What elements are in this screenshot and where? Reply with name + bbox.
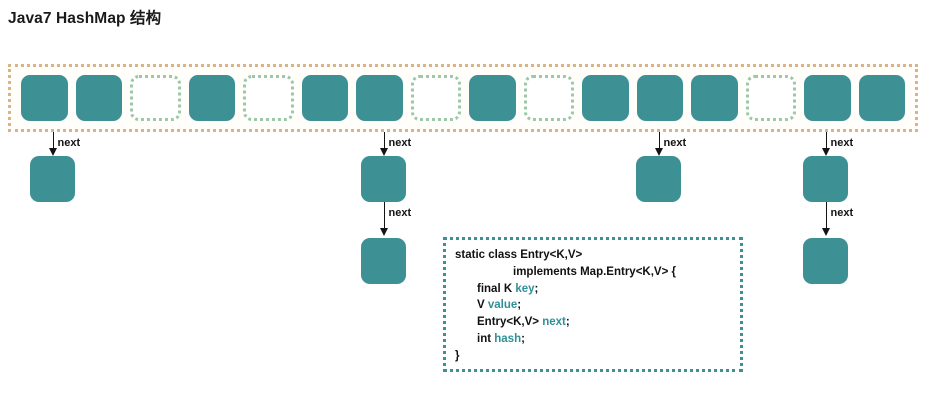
entry-node-6-0[interactable] [361, 156, 406, 202]
entry-node-14-0[interactable] [803, 156, 848, 202]
bucket-cell-5[interactable] [301, 75, 348, 121]
code-line-0: static class Entry<K,V> [455, 247, 732, 264]
arrow-shaft [825, 202, 828, 231]
arrow-shaft [658, 132, 661, 151]
code-line-4: Entry<K,V> next; [455, 314, 732, 331]
entry-chain-bucket-0: next [30, 132, 80, 202]
next-label: next [57, 137, 81, 149]
bucket-cell-7[interactable] [410, 75, 461, 121]
code-field-name: hash [494, 332, 522, 345]
bucket-array-container [8, 64, 918, 132]
bucket-cell-15[interactable] [858, 75, 905, 121]
code-text: ; [521, 332, 525, 345]
bucket-cell-11[interactable] [636, 75, 683, 121]
entry-chain-bucket-6: next next [361, 132, 411, 284]
arrow-head-icon [821, 148, 830, 156]
bucket-cell-8[interactable] [469, 75, 516, 121]
code-text: implements Map.Entry<K,V> { [513, 265, 676, 278]
code-text: ; [565, 316, 570, 329]
entry-chain-bucket-11: next [636, 132, 686, 202]
bucket-cell-13[interactable] [745, 75, 796, 121]
entry-chain-bucket-14: next next [803, 132, 853, 284]
code-text: V [477, 299, 488, 312]
bucket-cell-2[interactable] [130, 75, 181, 121]
entry-node-14-1[interactable] [803, 238, 848, 284]
next-label: next [388, 207, 412, 219]
bucket-array-cells [11, 67, 915, 129]
arrow-head-icon [379, 228, 388, 236]
code-text: static class Entry<K,V> [455, 249, 583, 261]
entry-node-11-0[interactable] [636, 156, 681, 202]
code-text: int [477, 332, 495, 345]
code-text: ; [534, 282, 539, 295]
code-text: } [455, 349, 460, 362]
entry-class-snippet: static class Entry<K,V> implements Map.En… [443, 237, 743, 372]
code-line-3: V value; [455, 297, 732, 314]
bucket-cell-9[interactable] [523, 75, 574, 121]
arrow-shaft [52, 132, 55, 151]
bucket-cell-3[interactable] [188, 75, 235, 121]
arrow-head-icon [821, 228, 830, 236]
arrow-head-icon [379, 148, 388, 156]
next-label: next [830, 207, 854, 219]
code-field-name: key [515, 282, 535, 295]
arrow-head-icon [48, 148, 57, 156]
next-label: next [663, 137, 687, 149]
code-line-2: final K key; [455, 281, 732, 298]
code-line-6: } [455, 348, 732, 365]
bucket-cell-12[interactable] [691, 75, 738, 121]
arrow-shaft [383, 132, 386, 151]
bucket-cell-4[interactable] [243, 75, 294, 121]
code-line-5: int hash; [455, 331, 732, 348]
bucket-cell-1[interactable] [75, 75, 122, 121]
bucket-cell-14[interactable] [804, 75, 851, 121]
code-text: Entry<K,V> [477, 316, 543, 329]
page-title: Java7 HashMap 结构 [8, 10, 162, 27]
bucket-cell-6[interactable] [356, 75, 403, 121]
next-label: next [388, 137, 412, 149]
code-field-name: next [542, 316, 566, 329]
entry-node-0-0[interactable] [30, 156, 75, 202]
code-text: ; [517, 299, 522, 312]
entry-node-6-1[interactable] [361, 238, 406, 284]
code-line-1: implements Map.Entry<K,V> { [455, 264, 732, 281]
arrow-shaft [825, 132, 828, 151]
next-label: next [830, 137, 854, 149]
code-field-name: value [487, 299, 518, 312]
arrow-head-icon [654, 148, 663, 156]
bucket-cell-10[interactable] [582, 75, 629, 121]
arrow-shaft [383, 202, 386, 231]
bucket-cell-0[interactable] [21, 75, 68, 121]
code-text: final K [477, 282, 516, 295]
